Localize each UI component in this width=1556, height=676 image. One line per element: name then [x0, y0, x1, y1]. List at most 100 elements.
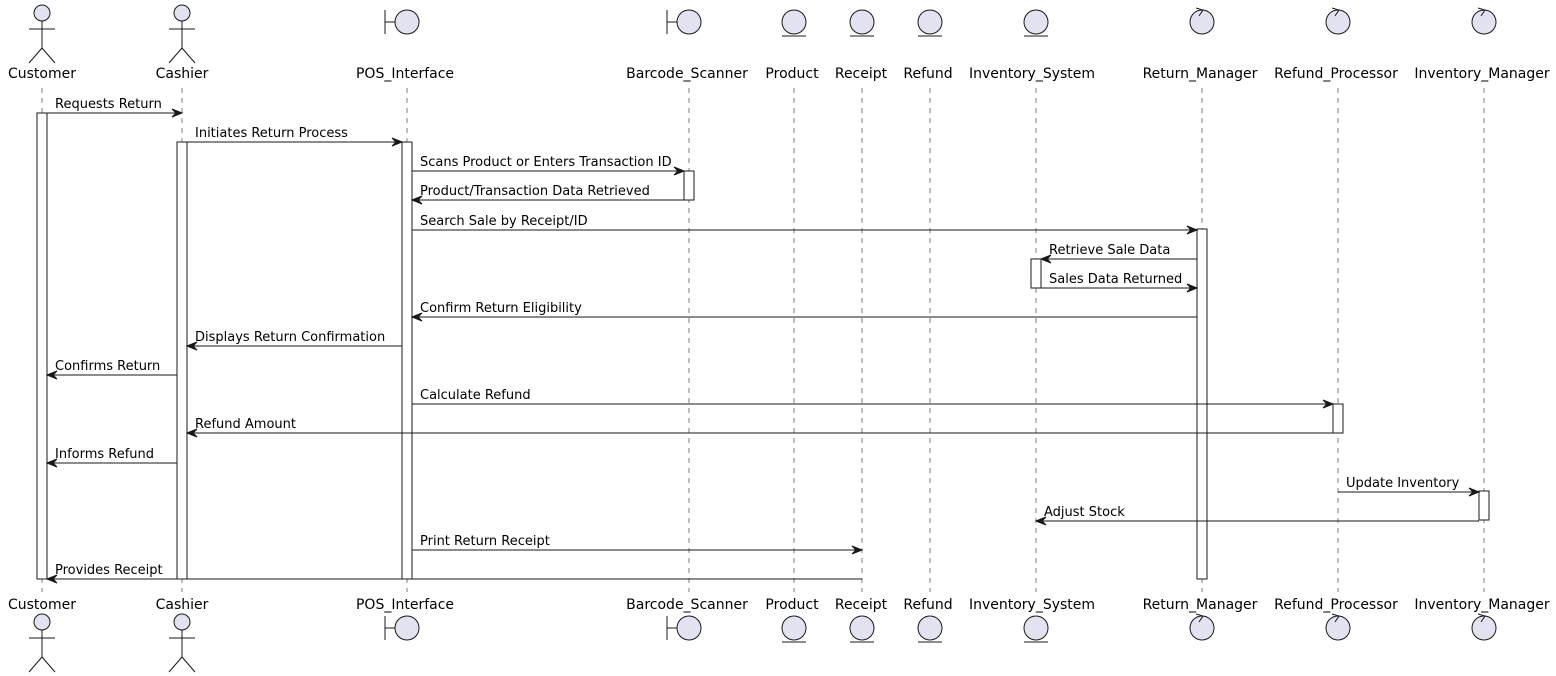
message-label: Confirm Return Eligibility	[420, 301, 582, 316]
message-14: Update Inventory	[1338, 476, 1481, 497]
participant-receipt-footer[interactable]: Receipt	[835, 597, 888, 643]
participant-label: Customer	[8, 597, 76, 613]
participant-cashier-footer[interactable]: Cashier	[156, 597, 209, 673]
participant-receipt[interactable]: Receipt	[835, 9, 888, 82]
participant-refund[interactable]: Refund	[903, 9, 953, 82]
entity-icon	[781, 615, 807, 643]
message-label: Print Return Receipt	[420, 534, 550, 549]
participant-return-manager[interactable]: Return_Manager	[1143, 7, 1258, 82]
message-arrow-head	[45, 574, 58, 584]
message-4: Product/Transaction Data Retrieved	[410, 184, 684, 205]
message-arrow-head	[45, 458, 58, 468]
participant-barcode-scanner-footer[interactable]: Barcode_Scanner	[626, 597, 748, 641]
message-label: Scans Product or Enters Transaction ID	[420, 155, 672, 170]
participant-inventory-manager-footer[interactable]: Inventory_Manager	[1414, 597, 1550, 641]
activation-pos-interface	[401, 141, 413, 580]
boundary-icon	[384, 9, 420, 35]
message-label: Displays Return Confirmation	[195, 330, 385, 345]
actor-icon	[168, 613, 196, 673]
participant-label: Cashier	[156, 597, 209, 613]
message-arrow-head	[185, 428, 198, 438]
message-arrow-head	[673, 166, 686, 176]
participant-product-footer[interactable]: Product	[765, 597, 819, 643]
message-label: Search Sale by Receipt/ID	[420, 214, 588, 229]
entity-icon	[917, 9, 943, 37]
boundary-icon	[666, 9, 702, 35]
participant-label: Return_Manager	[1143, 66, 1258, 82]
participant-product[interactable]: Product	[765, 9, 819, 82]
message-7: Sales Data Returned	[1041, 272, 1199, 293]
participant-return-manager-footer[interactable]: Return_Manager	[1143, 597, 1258, 641]
participant-label: Return_Manager	[1143, 597, 1258, 613]
participant-label: Inventory_System	[969, 66, 1095, 82]
control-icon	[1325, 613, 1351, 641]
control-icon	[1471, 7, 1497, 35]
message-13: Informs Refund	[45, 447, 177, 468]
message-label: Confirms Return	[55, 359, 160, 374]
message-2: Initiates Return Process	[187, 126, 404, 147]
participant-label: POS_Interface	[356, 597, 454, 613]
participant-pos-interface[interactable]: POS_Interface	[356, 9, 454, 82]
message-arrow-head	[1186, 225, 1199, 235]
message-label: Sales Data Returned	[1049, 272, 1182, 287]
participant-label: Inventory_Manager	[1414, 66, 1549, 82]
message-16: Print Return Receipt	[412, 534, 864, 555]
message-label: Product/Transaction Data Retrieved	[420, 184, 650, 199]
activation-inventory-manager	[1478, 490, 1490, 521]
participant-label: Receipt	[835, 597, 888, 613]
message-9: Displays Return Confirmation	[185, 330, 402, 351]
participant-label: Product	[765, 66, 819, 82]
message-label: Retrieve Sale Data	[1049, 243, 1170, 258]
message-arrow-head	[1039, 254, 1052, 264]
participant-customer[interactable]: Customer	[8, 4, 76, 82]
participant-label: Receipt	[835, 66, 888, 82]
participant-barcode-scanner[interactable]: Barcode_Scanner	[626, 9, 748, 82]
boundary-icon	[666, 615, 702, 641]
message-arrow-head	[851, 545, 864, 555]
message-5: Search Sale by Receipt/ID	[412, 214, 1199, 235]
participant-label: Inventory_Manager	[1414, 597, 1549, 613]
message-17: Provides Receipt	[45, 563, 862, 584]
message-arrow-head	[185, 341, 198, 351]
participant-label: Cashier	[156, 66, 209, 82]
message-label: Informs Refund	[55, 447, 154, 462]
activation-refund-processor	[1332, 403, 1344, 434]
participant-label: Refund_Processor	[1274, 597, 1398, 613]
message-arrow-head	[1186, 283, 1199, 293]
control-icon	[1189, 7, 1215, 35]
participant-feet: Customer Cashier POS_Interface	[8, 597, 1550, 673]
participant-inventory-system[interactable]: Inventory_System	[969, 9, 1095, 82]
entity-icon	[849, 615, 875, 643]
participant-pos-interface-footer[interactable]: POS_Interface	[356, 597, 454, 641]
message-1: Requests Return	[47, 97, 184, 118]
participant-label: Refund	[903, 597, 952, 613]
participant-refund-footer[interactable]: Refund	[903, 597, 953, 643]
message-15: Adjust Stock	[1034, 505, 1479, 526]
actor-icon	[168, 4, 196, 64]
message-label: Initiates Return Process	[195, 126, 348, 141]
message-11: Calculate Refund	[412, 388, 1335, 409]
control-icon	[1471, 613, 1497, 641]
message-label: Requests Return	[55, 97, 162, 112]
participant-refund-processor-footer[interactable]: Refund_Processor	[1274, 597, 1398, 641]
entity-icon	[1023, 9, 1049, 37]
message-arrow-head	[171, 108, 184, 118]
message-label: Adjust Stock	[1044, 505, 1125, 520]
participant-label: POS_Interface	[356, 66, 454, 82]
message-3: Scans Product or Enters Transaction ID	[412, 155, 686, 176]
entity-icon	[781, 9, 807, 37]
activation-inventory-system	[1030, 258, 1042, 289]
participant-inventory-manager[interactable]: Inventory_Manager	[1414, 7, 1550, 82]
participant-label: Barcode_Scanner	[626, 66, 748, 82]
message-12: Refund Amount	[185, 417, 1333, 438]
boundary-icon	[384, 615, 420, 641]
entity-icon	[849, 9, 875, 37]
actor-icon	[28, 613, 56, 673]
participant-refund-processor[interactable]: Refund_Processor	[1274, 7, 1398, 82]
participant-customer-footer[interactable]: Customer	[8, 597, 76, 673]
message-arrow-head	[410, 312, 423, 322]
control-icon	[1325, 7, 1351, 35]
participant-inventory-system-footer[interactable]: Inventory_System	[969, 597, 1095, 643]
activation-customer	[36, 112, 48, 580]
participant-cashier[interactable]: Cashier	[156, 4, 209, 82]
